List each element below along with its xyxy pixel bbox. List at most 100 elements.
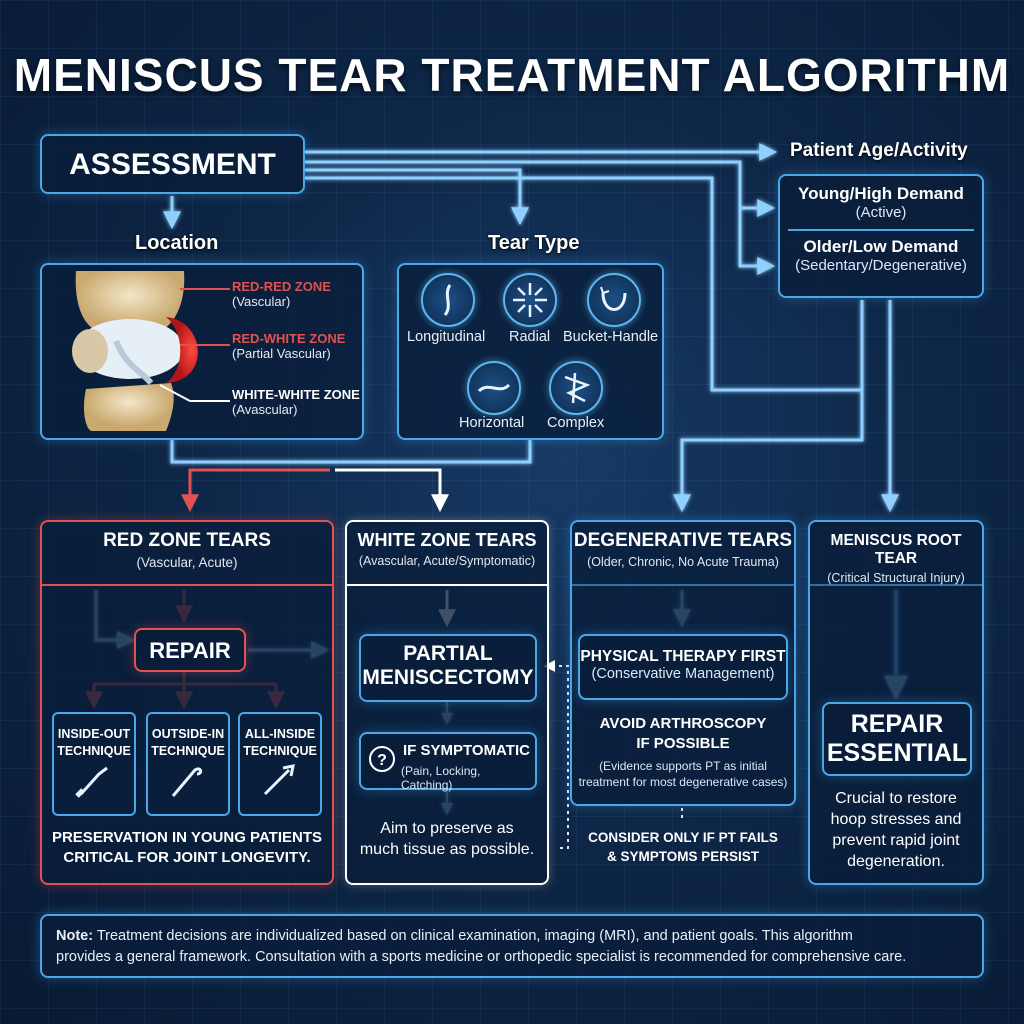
repair-essential-box[interactable]: REPAIR ESSENTIAL [822,702,972,776]
white-zone-sub: (Avascular, Acute/Symptomatic) [358,554,536,568]
inside-out-l1: INSIDE-OUT [57,727,131,741]
all-inside-technique[interactable]: ALL-INSIDE TECHNIQUE [238,712,322,816]
if-symptomatic-sub: (Pain, Locking, Catching) [401,764,481,792]
patient-age-heading: Patient Age/Activity [790,140,968,161]
root-tear-sub: (Critical Structural Injury) [827,571,965,585]
consider-note: CONSIDER ONLY IF PT FAILS & SYMPTOMS PER… [574,828,792,866]
zone-red-white-sub: (Partial Vascular) [232,346,331,361]
evidence-line2: treatment for most degenerative cases) [578,775,788,789]
bucket-handle-tear-icon [587,273,641,327]
inside-out-tool-icon [75,766,108,798]
root-note-line2: hoop stresses and [830,811,962,828]
footer-note-box: Note: Treatment decisions are individual… [40,914,984,978]
root-tear-panel[interactable]: MENISCUS ROOT TEAR (Critical Structural … [808,520,984,885]
root-tear-title: MENISCUS ROOT TEAR [830,532,962,567]
repair-essential-l2: ESSENTIAL [826,739,968,767]
patient-divider [788,229,974,231]
zone-red-red-sub: (Vascular) [232,294,291,309]
tear-type-complex: Complex [547,415,605,431]
avoid-arthroscopy: AVOID ARTHROSCOPY IF POSSIBLE [572,714,794,754]
all-inside-tool-icon [263,764,295,796]
root-note-line1: Crucial to restore [835,790,957,807]
outside-in-l1: OUTSIDE-IN [151,727,225,741]
avoid-line2: IF POSSIBLE [636,735,730,752]
physical-therapy-label: PHYSICAL THERAPY FIRST [580,648,786,665]
if-symptomatic-label: IF SYMPTOMATIC [403,742,530,759]
tear-type-longitudinal: Longitudinal [407,329,486,345]
root-note-line4: degeneration. [847,853,945,870]
footer-note-line1: Treatment decisions are individualized b… [96,928,853,944]
older-label: Older/Low Demand [803,237,959,256]
outside-in-tool-icon [171,767,203,797]
inside-out-technique[interactable]: INSIDE-OUT TECHNIQUE [52,712,136,816]
tear-type-horizontal: Horizontal [459,415,525,431]
assessment-label: ASSESSMENT [69,148,276,181]
patient-age-box[interactable]: Young/High Demand (Active) Older/Low Dem… [778,174,984,298]
question-icon: ? [369,746,395,772]
inside-out-l2: TECHNIQUE [57,744,131,758]
zone-red-red: RED-RED ZONE (Vascular) [232,279,331,309]
zone-white-white-sub: (Avascular) [232,402,298,417]
degenerative-title: DEGENERATIVE TEARS [573,530,793,551]
zone-red-red-title: RED-RED ZONE [232,279,331,294]
white-zone-panel[interactable]: WHITE ZONE TEARS (Avascular, Acute/Sympt… [345,520,549,885]
red-zone-note: PRESERVATION IN YOUNG PATIENTS CRITICAL … [42,828,332,868]
complex-tear-icon [549,361,603,415]
assessment-box[interactable]: ASSESSMENT [40,134,305,194]
degenerative-header-bar [572,522,794,586]
white-zone-note-line2: much tissue as possible. [359,841,535,858]
page-title: MENISCUS TEAR TREATMENT ALGORITHM [13,49,1011,101]
longitudinal-tear-icon [421,273,475,327]
tear-type-box[interactable]: Longitudinal Radial Bucket-Handle Horizo… [397,263,664,440]
evidence-line1: (Evidence supports PT as initial [599,759,767,773]
tear-type-radial: Radial [509,329,551,345]
root-note-line3: prevent rapid joint [832,832,960,849]
evidence-note: (Evidence supports PT as initial treatme… [572,758,794,790]
zone-red-white: RED-WHITE ZONE (Partial Vascular) [232,331,345,361]
white-zone-title: WHITE ZONE TEARS [357,530,537,550]
footer-note: Note: Treatment decisions are individual… [56,926,968,968]
partial-meniscectomy-box[interactable]: PARTIAL MENISCECTOMY [359,634,537,702]
white-zone-note: Aim to preserve as much tissue as possib… [347,818,547,860]
red-zone-panel[interactable]: RED ZONE TEARS (Vascular, Acute) REPAIR … [40,520,334,885]
zone-pointer-lines [160,288,230,402]
root-tear-note: Crucial to restore hoop stresses and pre… [810,788,982,872]
white-zone-header-bar [347,522,547,586]
red-zone-header-bar [42,522,332,586]
red-zone-title: RED ZONE TEARS [103,530,271,551]
repair-label: REPAIR [149,638,231,663]
red-zone-note-line1: PRESERVATION IN YOUNG PATIENTS [51,829,323,846]
radial-tear-icon [503,273,557,327]
all-inside-l1: ALL-INSIDE [244,727,316,741]
physical-therapy-sub: (Conservative Management) [591,666,775,682]
footer-note-line2: provides a general framework. Consultati… [56,949,907,965]
avoid-line1: AVOID ARTHROSCOPY [599,715,767,732]
white-zone-note-line1: Aim to preserve as [380,820,514,837]
knee-illustration [72,271,198,431]
tear-type-heading: Tear Type [488,232,580,254]
red-zone-sub: (Vascular, Acute) [136,555,238,570]
horizontal-tear-icon [467,361,521,415]
zone-red-white-title: RED-WHITE ZONE [232,331,346,346]
zone-white-white: WHITE-WHITE ZONE (Avascular) [232,387,360,417]
degenerative-panel[interactable]: DEGENERATIVE TEARS (Older, Chronic, No A… [570,520,796,806]
repair-box[interactable]: REPAIR [134,628,246,672]
all-inside-l2: TECHNIQUE [243,744,317,758]
degenerative-sub: (Older, Chronic, No Acute Trauma) [587,555,779,569]
partial-label: PARTIAL [403,642,493,665]
repair-essential-l1: REPAIR [850,710,944,738]
outside-in-technique[interactable]: OUTSIDE-IN TECHNIQUE [146,712,230,816]
young-label: Young/High Demand [798,184,964,203]
if-symptomatic-box[interactable]: ? IF SYMPTOMATIC (Pain, Locking, Catchin… [359,732,537,792]
older-sub: (Sedentary/Degenerative) [795,257,967,274]
young-sub: (Active) [855,204,907,221]
location-box[interactable]: RED-RED ZONE (Vascular) RED-WHITE ZONE (… [40,263,364,440]
physical-therapy-box[interactable]: PHYSICAL THERAPY FIRST (Conservative Man… [578,634,788,700]
consider-line1: CONSIDER ONLY IF PT FAILS [588,830,778,845]
red-zone-note-line2: CRITICAL FOR JOINT LONGEVITY. [63,849,311,866]
location-heading: Location [135,232,219,254]
zone-white-white-title: WHITE-WHITE ZONE [232,387,360,402]
tear-type-bucket-handle: Bucket-Handle [563,329,659,345]
root-tear-header-bar [810,522,982,586]
outside-in-l2: TECHNIQUE [151,744,225,758]
